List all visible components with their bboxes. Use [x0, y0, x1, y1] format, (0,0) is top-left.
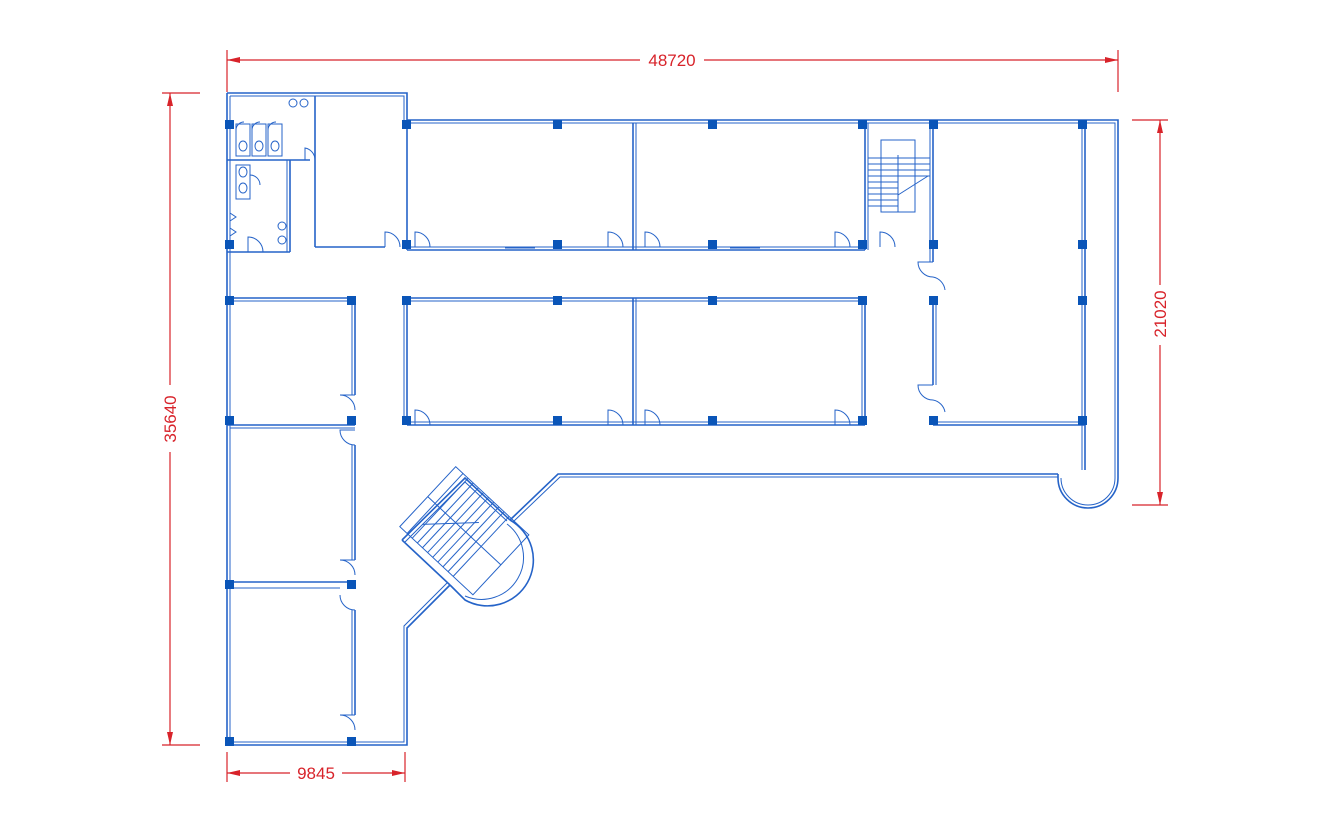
north-staircase — [868, 139, 930, 213]
north-row-walls — [227, 96, 1086, 470]
dimension-top: 48720 — [226, 50, 1119, 92]
dimension-right: 21020 — [1132, 119, 1170, 506]
dimension-bottom: 9845 — [226, 752, 406, 783]
east-wing-height-label: 21020 — [1151, 290, 1170, 337]
windows — [226, 92, 1119, 720]
toilet-fixtures — [229, 98, 309, 245]
overall-width-label: 48720 — [648, 51, 695, 70]
overall-height-label: 35640 — [161, 395, 180, 442]
west-wing-width-label: 9845 — [297, 764, 335, 783]
stair-treads-north — [868, 157, 930, 207]
west-wing-walls — [227, 297, 356, 715]
middle-row-walls — [403, 297, 1085, 426]
exterior-walls — [226, 92, 1119, 746]
doors — [247, 147, 946, 731]
dimension-left: 35640 — [161, 92, 200, 746]
structural-columns — [225, 120, 1087, 746]
south-staircase — [399, 465, 530, 596]
